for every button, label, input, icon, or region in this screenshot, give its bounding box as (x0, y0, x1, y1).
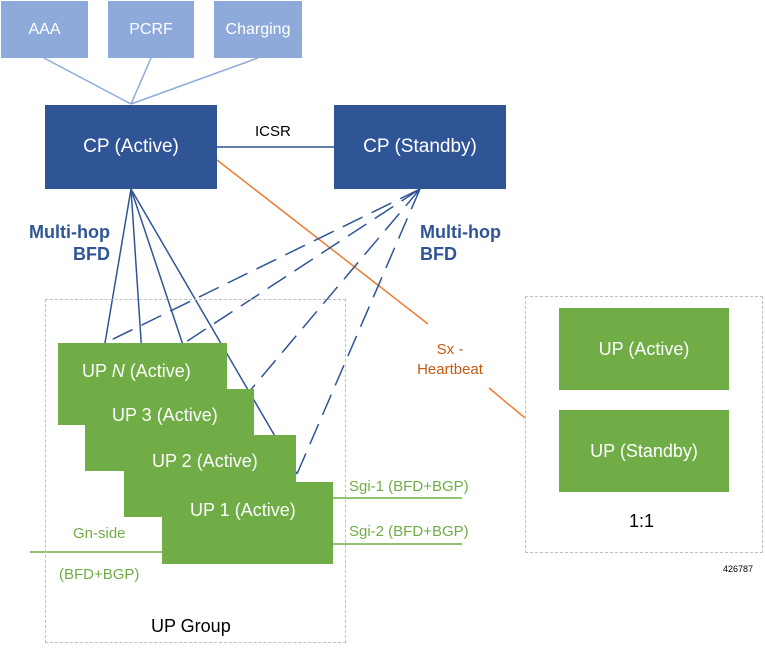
figure-id: 426787 (723, 564, 754, 574)
up-n-label: UP N (Active) (82, 361, 191, 382)
up-n-suffix: (Active) (124, 361, 191, 381)
charging-box: Charging (214, 1, 302, 58)
cp-standby-label: CP (Standby) (363, 136, 477, 157)
redundancy-group-container (525, 296, 763, 553)
bfd-standby-up1 (296, 188, 421, 475)
sx-line2: Heartbeat (417, 361, 483, 378)
sgi2-label: Sgi-2 (BFD+BGP) (349, 523, 469, 540)
up3-label: UP 3 (Active) (112, 405, 218, 425)
bfd-right-line1: Multi-hop (420, 222, 501, 242)
aaa-link (43, 57, 132, 105)
up-n-prefix: UP (82, 361, 112, 381)
up1-label: UP 1 (Active) (190, 500, 296, 520)
aaa-box: AAA (1, 1, 88, 58)
sx-heartbeat-line-lower (488, 387, 526, 419)
up-n-italic: N (111, 361, 125, 381)
bfd-standby-lines (104, 188, 421, 475)
up-active-box: UP (Active) (559, 308, 729, 390)
pcrf-link (130, 57, 152, 105)
icsr-label: ICSR (255, 123, 291, 140)
up2-label: UP 2 (Active) (152, 451, 258, 471)
bfd-standby-upn (104, 188, 421, 344)
bfd-left-line1: Multi-hop (29, 222, 110, 242)
sx-line1: Sx - (436, 341, 464, 358)
bfd-standby-up2 (231, 188, 421, 413)
service-links (43, 57, 259, 105)
pcrf-box: PCRF (108, 1, 194, 58)
bfd-standby-up3 (142, 188, 421, 371)
redundancy-ratio-label: 1:1 (629, 511, 655, 531)
gn-side-label: Gn-side (73, 525, 126, 542)
sx-heartbeat-label: Sx - Heartbeat (408, 340, 492, 380)
bfd-active-up3 (130, 188, 144, 371)
aaa-label: AAA (28, 20, 61, 38)
up1-box: UP 1 (Active) (162, 482, 333, 564)
charging-link (130, 57, 259, 105)
bfd-active-upn (104, 188, 132, 344)
charging-label: Charging (225, 20, 291, 38)
up-standby-box: UP (Standby) (559, 410, 729, 492)
gn-proto-label: (BFD+BGP) (59, 566, 140, 583)
bfd-left-label: Multi-hop BFD (20, 221, 110, 265)
cp-active-label: CP (Active) (83, 136, 179, 157)
cp-standby-box: CP (Standby) (334, 105, 506, 189)
up-group-container (45, 299, 346, 643)
sgi1-label: Sgi-1 (BFD+BGP) (349, 478, 469, 495)
up-group-label: UP Group (151, 616, 231, 636)
sx-heartbeat-line-upper (216, 159, 429, 325)
cp-active-box: CP (Active) (45, 105, 217, 189)
bfd-active-up1 (130, 188, 298, 475)
bfd-right-line2: BFD (420, 244, 457, 264)
bfd-right-label: Multi-hop BFD (420, 221, 501, 265)
up-standby-label: UP (Standby) (590, 440, 698, 461)
pcrf-label: PCRF (129, 20, 173, 38)
bfd-left-line2: BFD (73, 244, 110, 264)
up-active-label: UP (Active) (598, 338, 690, 359)
